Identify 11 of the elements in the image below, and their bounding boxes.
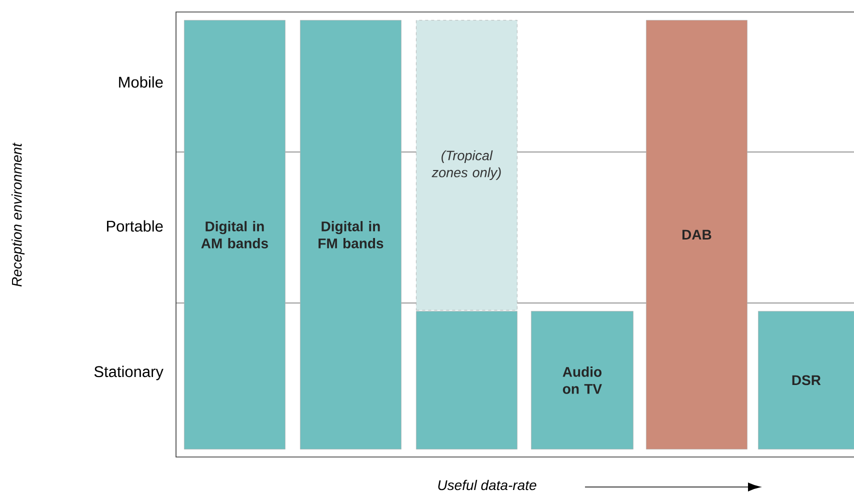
bar-box: DAB xyxy=(646,20,748,450)
bar-box: Audio on TV xyxy=(531,311,634,450)
row-label: Stationary xyxy=(94,366,164,380)
axis-label: Reception environment xyxy=(11,142,25,287)
bar-box: Digital in AM bands xyxy=(184,20,286,450)
row-label: Mobile xyxy=(119,76,163,88)
bar-box: DSR xyxy=(758,311,854,450)
bar-box: Digital in FM bands xyxy=(300,20,402,450)
bar-box: (Tropical zones only) xyxy=(416,20,518,310)
row-label: Portable xyxy=(107,220,163,232)
axis-label: Useful data-rate xyxy=(438,480,536,490)
